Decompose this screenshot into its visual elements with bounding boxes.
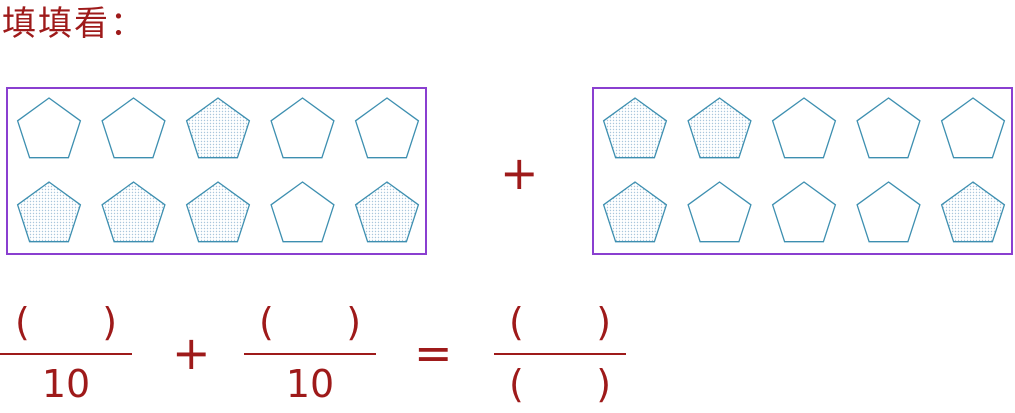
numerator-blank-first[interactable]: ( ) [14,300,118,344]
pentagon-icon [270,97,335,159]
pentagon-icon [354,97,420,159]
panel-plus-sign: + [500,146,539,200]
pentagon-icon [101,97,166,159]
pentagon-icon-shaded [940,181,1006,243]
fraction-bar [494,353,626,355]
numerator-blank-second[interactable]: ( ) [258,300,362,344]
denominator-first: 10 [41,362,91,406]
pentagon-icon [771,181,837,243]
pentagon-icon [270,181,335,243]
pentagon-icon [856,181,921,243]
pentagon-icon-shaded [185,97,251,159]
pentagon-icon [16,97,82,159]
pentagon-grid [602,97,1006,243]
pentagon-icon [771,97,837,159]
pentagon-icon [940,97,1006,159]
pentagon-icon-shaded [185,181,251,243]
numerator-blank-result[interactable]: ( ) [508,300,612,344]
pentagon-icon [687,181,752,243]
pentagon-icon-shaded [354,181,420,243]
pentagon-icon-shaded [16,181,82,243]
pentagon-icon-shaded [602,97,668,159]
denominator-second: 10 [285,362,335,406]
pentagon-icon [856,97,921,159]
fraction-bar [0,353,132,355]
equation-plus-sign: + [172,326,211,380]
pentagon-icon-shaded [687,97,752,159]
equals-sign: = [414,326,453,380]
pentagon-icon-shaded [101,181,166,243]
pentagon-panel-left [6,87,427,255]
pentagon-icon-shaded [602,181,668,243]
denominator-blank-result[interactable]: ( ) [508,362,612,406]
pentagon-grid [16,97,420,243]
fraction-bar [244,353,376,355]
pentagon-panel-right [592,87,1013,255]
page-title: 填填看： [2,4,146,44]
